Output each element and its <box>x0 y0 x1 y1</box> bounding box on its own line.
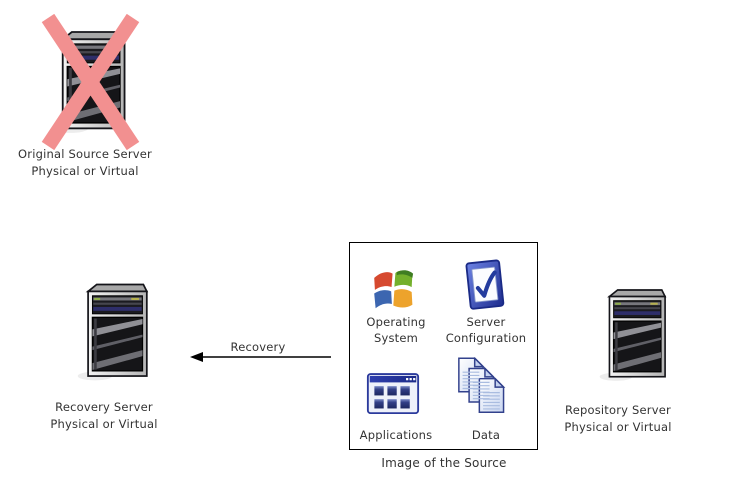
operating-system-label-line1: Operating <box>366 315 426 329</box>
tower-server-icon <box>598 280 670 390</box>
checked-document-icon <box>464 258 506 313</box>
recovery-arrow <box>190 352 331 362</box>
server-configuration-label-line1: Server <box>466 315 506 329</box>
data-label: Data <box>471 428 501 442</box>
operating-system-label: Operating System <box>350 314 442 346</box>
recovery-server-label-line1: Recovery Server <box>55 400 153 414</box>
original-server-label-line2: Physical or Virtual <box>31 164 139 178</box>
repository-server-label-line1: Repository Server <box>565 403 671 417</box>
operating-system-label-line2: System <box>373 331 419 345</box>
documents-stack-icon <box>457 357 511 419</box>
applications-label: Applications <box>359 428 433 442</box>
x-mark-icon <box>41 14 140 150</box>
tower-server-icon <box>76 276 152 388</box>
original-server-label: Original Source Server Physical or Virtu… <box>4 146 166 180</box>
windows-flag-icon <box>371 268 417 309</box>
original-server-label-line1: Original Source Server <box>18 147 152 161</box>
recovery-server-label-line2: Physical or Virtual <box>50 417 158 431</box>
recovery-server-label: Recovery Server Physical or Virtual <box>23 399 185 433</box>
repository-server-node <box>598 280 670 390</box>
image-of-source-box: Operating System Server Configuration Ap… <box>349 242 538 450</box>
recovery-arrow-label: Recovery <box>230 340 286 354</box>
repository-server-label-line2: Physical or Virtual <box>564 420 672 434</box>
image-box-caption: Image of the Source <box>381 456 507 470</box>
application-window-icon <box>366 372 420 417</box>
repository-server-label: Repository Server Physical or Virtual <box>537 402 699 436</box>
recovery-server-node <box>76 276 152 388</box>
server-configuration-label: Server Configuration <box>435 314 537 346</box>
server-configuration-label-line2: Configuration <box>445 331 527 345</box>
